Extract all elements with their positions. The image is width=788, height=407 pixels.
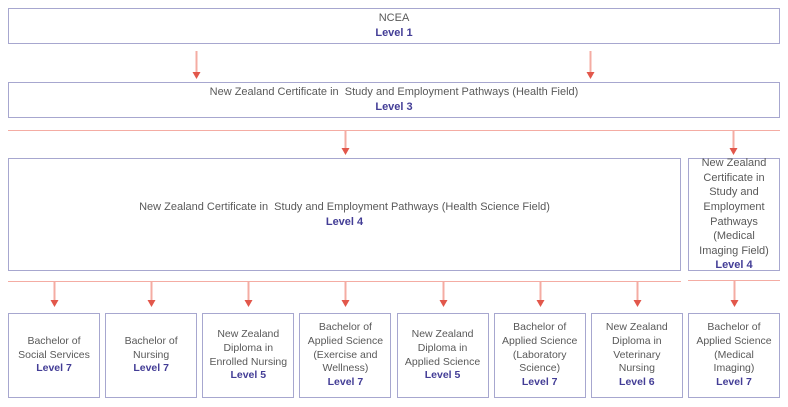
qualification-level: Level 7 [36,362,72,375]
qualification-box-veterinary-nursing: New Zealand Diploma in Veterinary Nursin… [590,313,683,398]
qualification-title: Bachelor of Applied Science (Laboratory … [502,320,581,375]
ncea-title: NCEA [378,12,410,25]
arrow-head-icon [147,300,155,307]
qualification-title: New Zealand Diploma in Enrolled Nursing [209,327,288,368]
arrow-head-icon [536,300,544,307]
arrow-head-icon [439,300,447,307]
down-arrow-icon [341,281,350,307]
down-arrow-icon [341,130,350,155]
qualification-level: Level 7 [521,376,558,389]
cert-health-field-level: Level 3 [375,101,413,113]
qualification-title: New Zealand Diploma in Applied Science [404,327,481,368]
cert-health-field-title: New Zealand Certificate in Study and Emp… [209,86,579,99]
cert-health-science-field-title: New Zealand Certificate in Study and Emp… [139,200,550,213]
arrow-stem [733,280,735,300]
cert-health-field-box: New Zealand Certificate in Study and Emp… [8,82,780,118]
arrow-head-icon [50,300,58,307]
qualification-box-nursing: Bachelor of Nursing Level 7 [105,313,198,398]
arrow-stem [589,51,591,72]
qualification-level: Level 5 [230,369,267,382]
arrow-head-icon [341,148,349,155]
down-arrow-icon [244,281,253,307]
arrow-head-icon [729,148,737,155]
qualification-row: Bachelor of Social Services Level 7 Bach… [8,313,780,398]
down-arrow-icon [586,51,595,79]
cert-medical-imaging-field-title: New Zealand Certificate in Study and Emp… [699,157,771,257]
arrow-stem [732,130,734,148]
ncea-box: NCEA Level 1 [8,8,780,44]
down-arrow-icon [536,281,545,307]
ncea-level: Level 1 [375,27,413,39]
qualification-level: Level 7 [716,376,752,389]
arrow-head-icon [341,300,349,307]
qualification-box-enrolled-nursing: New Zealand Diploma in Enrolled Nursing … [202,313,295,398]
qualification-level: Level 7 [327,376,364,389]
down-arrow-icon [439,281,448,307]
arrow-stem [636,281,638,300]
cert-health-science-field-level: Level 4 [325,215,364,228]
arrow-stem [150,281,152,300]
down-arrow-icon [147,281,156,307]
arrow-stem [442,281,444,300]
qualification-box-medical-imaging: Bachelor of Applied Science (Medical Ima… [687,313,780,398]
arrow-stem [247,281,249,300]
arrow-stem [539,281,541,300]
arrow-stem [195,51,197,72]
arrow-head-icon [586,72,594,79]
arrow-stem [344,130,346,148]
qualification-title: Bachelor of Nursing [124,334,181,361]
qualification-title: Bachelor of Applied Science (Exercise an… [307,320,386,375]
qualification-level: Level 7 [133,362,169,375]
qualification-title: New Zealand Diploma in Veterinary Nursin… [605,320,671,375]
qualification-title: Bachelor of Social Services [18,334,90,361]
qualification-box-exercise-wellness: Bachelor of Applied Science (Exercise an… [299,313,392,398]
down-arrow-icon [633,281,642,307]
arrow-head-icon [633,300,641,307]
qualification-box-laboratory-science: Bachelor of Applied Science (Laboratory … [493,313,586,398]
arrow-head-icon [730,300,738,307]
qualification-box-applied-science-diploma: New Zealand Diploma in Applied Science L… [396,313,489,398]
cert-health-science-field-box: New Zealand Certificate in Study and Emp… [8,158,681,271]
down-arrow-icon [729,130,738,155]
arrow-head-icon [192,72,200,79]
arrow-stem [53,281,55,300]
connector-line [8,130,780,131]
arrow-stem [344,281,346,300]
qualification-level: Level 5 [424,369,461,382]
qualification-level: Level 6 [619,376,655,389]
arrow-head-icon [244,300,252,307]
qualification-title: Bachelor of Applied Science (Medical Ima… [696,320,775,375]
cert-medical-imaging-field-level: Level 4 [715,259,753,272]
down-arrow-icon [192,51,201,79]
down-arrow-icon [730,280,739,307]
down-arrow-icon [50,281,59,307]
cert-medical-imaging-field-box: New Zealand Certificate in Study and Emp… [688,157,780,272]
qualification-box-social-services: Bachelor of Social Services Level 7 [8,313,100,398]
